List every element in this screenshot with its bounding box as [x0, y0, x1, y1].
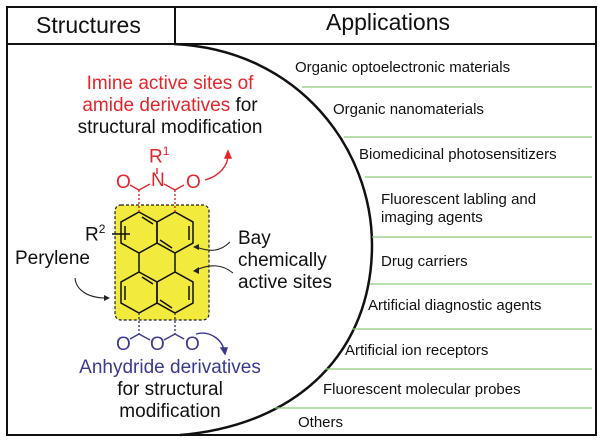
atom-r1: R1: [149, 144, 170, 168]
atom-o-bottom-left: O: [116, 334, 131, 355]
imine-label-line3: structural modification: [77, 117, 263, 138]
bay-label: Bay chemically active sites: [238, 228, 332, 294]
anhydride-label-line2: for structural: [117, 379, 223, 400]
atom-o-bottom-right: O: [185, 334, 200, 355]
application-item: Fluorescent labling and imaging agents: [381, 191, 536, 227]
outer-frame: [6, 6, 597, 436]
application-item: Organic nanomaterials: [333, 101, 484, 118]
bay-arrow-1: [195, 241, 231, 251]
application-item: Organic optoelectronic materials: [295, 59, 511, 76]
atom-o-right: O: [186, 172, 201, 193]
imine-label-line1: Imine active sites of: [86, 73, 254, 94]
imine-label-line2: amide derivatives: [82, 95, 231, 116]
bay-arrow-2: [195, 265, 234, 274]
imide-group: [129, 149, 233, 212]
application-item: Artificial diagnostic agents: [368, 297, 542, 314]
application-item-line2: imaging agents: [381, 209, 483, 226]
bay-label-line3: active sites: [238, 272, 332, 293]
application-item: Fluorescent molecular probes: [323, 381, 521, 398]
atom-o-left: O: [116, 172, 131, 193]
structures-header: Structures: [36, 12, 141, 38]
application-item: Others: [298, 414, 344, 431]
application-item: Artificial ion receptors: [345, 342, 489, 359]
bay-label-line2: chemically: [238, 250, 327, 271]
anhydride-label: Anhydride derivatives for structural mod…: [70, 357, 270, 423]
anhydride-label-line1: Anhydride derivatives: [79, 357, 261, 378]
application-separators: [275, 86, 592, 409]
perylene-arrow: [74, 277, 107, 299]
structures-arc: [173, 42, 374, 437]
annotation-arrows: [74, 241, 234, 301]
applications-header: Applications: [326, 9, 451, 35]
imine-label: Imine active sites of amide derivatives …: [55, 73, 285, 139]
atom-r2: R2: [85, 222, 106, 246]
anhydride-group: [129, 313, 228, 356]
perylene-highlight: [114, 204, 210, 321]
bay-label-line1: Bay: [238, 228, 271, 249]
application-item-line1: Fluorescent labling and: [381, 191, 537, 208]
application-item: Biomedicinal photosensitizers: [359, 146, 557, 163]
atom-o-bottom-center: O: [150, 334, 165, 355]
perylene-label: Perylene: [15, 248, 90, 269]
anhydride-label-line3: modification: [119, 401, 221, 422]
imine-label-suffix: for: [230, 95, 258, 116]
atom-n: N: [151, 170, 165, 191]
application-item: Drug carriers: [381, 253, 468, 270]
